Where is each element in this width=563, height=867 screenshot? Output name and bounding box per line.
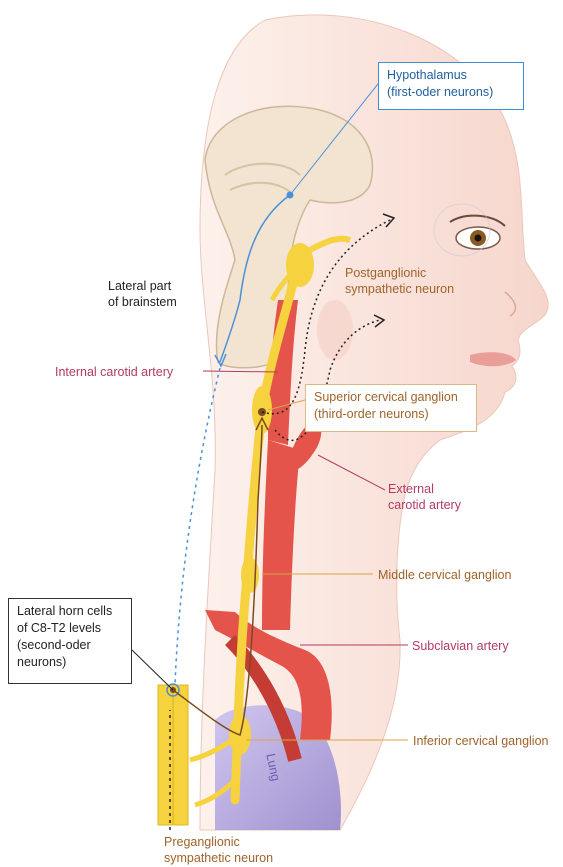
hypothalamus-callout: Hypothalamus (first-oder neurons)	[378, 62, 524, 110]
internal-carotid-label: Internal carotid artery	[55, 364, 173, 380]
superior-ganglion-sublabel: (third-order neurons)	[314, 406, 468, 423]
external-carotid-label: External carotid artery	[388, 481, 461, 514]
superior-ganglion-callout: Superior cervical ganglion (third-order …	[305, 384, 477, 432]
inferior-ganglion-label: Inferior cervical ganglion	[413, 733, 549, 749]
postganglionic-label: Postganglionic sympathetic neuron	[345, 265, 454, 298]
lateral-horn-callout: Lateral horn cells of C8-T2 levels (seco…	[8, 598, 132, 684]
subclavian-label: Subclavian artery	[412, 638, 509, 654]
superior-ganglion-label: Superior cervical ganglion	[314, 389, 468, 406]
preganglionic-label: Preganglionic sympathetic neuron	[164, 834, 273, 867]
hypothalamus-sublabel: (first-oder neurons)	[387, 84, 515, 101]
hypothalamus-label: Hypothalamus	[387, 67, 515, 84]
brainstem-label: Lateral part of brainstem	[108, 278, 177, 311]
middle-ganglion-label: Middle cervical ganglion	[378, 567, 511, 583]
